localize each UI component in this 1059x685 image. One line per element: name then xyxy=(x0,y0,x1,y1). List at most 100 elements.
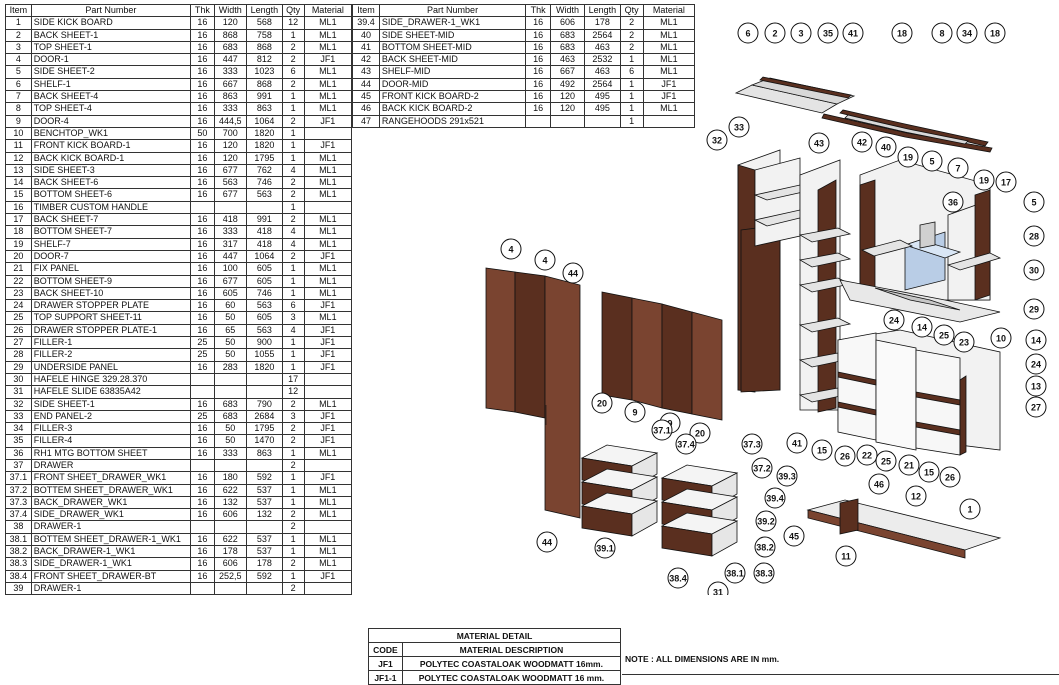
bom-cell-width: 333 xyxy=(213,446,248,460)
bom-cell-part-number: BACK SHEET-MID xyxy=(378,53,527,67)
callout-label: 43 xyxy=(814,139,824,149)
bom-col-part-number: Part Number xyxy=(30,3,192,18)
callout-label: 42 xyxy=(857,138,867,148)
bom-col-thk: Thk xyxy=(525,3,551,18)
bom-cell-item: 24 xyxy=(5,299,32,313)
bom-cell-item: 2 xyxy=(5,28,32,42)
callout-circle xyxy=(1023,191,1045,213)
callout-circle xyxy=(728,116,750,138)
callout-label: 39.3 xyxy=(778,472,796,482)
callout-bubble: 33 xyxy=(728,116,750,138)
bom-cell-qty: 1 xyxy=(281,139,305,153)
callout-circle xyxy=(534,249,556,271)
bom-cell-thk: 16 xyxy=(525,102,551,116)
bom-cell-item: 35 xyxy=(5,434,32,448)
dimension-note: NOTE : ALL DIMENSIONS ARE IN mm. xyxy=(625,654,780,664)
bom-cell-item: 15 xyxy=(5,188,32,202)
material-description: POLYTEC COASTALOAK WOODMATT 16mm. xyxy=(401,656,622,671)
bom-cell-qty: 17 xyxy=(281,372,305,387)
bom-cell-length: 132 xyxy=(246,508,283,522)
bom-cell-item: 38 xyxy=(5,520,32,534)
callout-circle xyxy=(897,146,919,168)
callout-label: 14 xyxy=(917,323,927,333)
bom-cell-qty: 1 xyxy=(281,90,305,104)
bom-cell-qty: 1 xyxy=(281,348,305,362)
bom-cell-qty: 1 xyxy=(281,102,305,116)
bom-cell-part-number: BACK KICK BOARD-2 xyxy=(378,102,527,116)
bom-cell-qty: 1 xyxy=(281,126,305,141)
bom-cell-part-number: BENCHTOP_WK1 xyxy=(30,126,192,141)
bom-cell-qty: 1 xyxy=(281,360,305,374)
callout-bubble: 37.2 xyxy=(751,457,773,479)
bom-cell-length: 1820 xyxy=(246,126,283,141)
title-block-border xyxy=(622,674,1059,675)
bom-cell-part-number: DOOR-7 xyxy=(30,249,192,264)
bom-cell-part-number: TOP SHEET-4 xyxy=(30,102,192,116)
upper-cabinet-side xyxy=(859,179,876,301)
callout-circle xyxy=(706,129,728,151)
bom-cell-width xyxy=(549,114,586,128)
callout-bubble: 37.1 xyxy=(651,419,673,441)
bom-cell-item: 32 xyxy=(5,397,32,411)
mid-cabinet-door-edge xyxy=(817,179,837,413)
callout-circle xyxy=(1025,396,1047,418)
bom-cell-width: 700 xyxy=(213,126,248,141)
callout-circle xyxy=(786,432,808,454)
bom-cell-thk: 16 xyxy=(190,53,215,67)
bom-col-part-number: Part Number xyxy=(378,3,527,18)
bom-cell-item: 8 xyxy=(5,102,32,116)
callout-bubble: 43 xyxy=(808,132,830,154)
bom-cell-qty: 2 xyxy=(281,557,305,571)
door-7 xyxy=(691,311,723,421)
bom-cell-part-number: UNDERSIDE PANEL xyxy=(30,360,192,374)
bom-cell-part-number: BACK_DRAWER-1_WK1 xyxy=(30,545,192,559)
bom-cell-part-number: SIDE_DRAWER_WK1 xyxy=(30,508,192,522)
bom-cell-qty: 2 xyxy=(281,397,305,411)
callout-bubble: 24 xyxy=(883,309,905,331)
bom-cell-material: ML1 xyxy=(303,77,353,92)
bom-cell-item: 12 xyxy=(5,151,32,165)
callout-bubble: 5 xyxy=(921,150,943,172)
bom-cell-material: ML1 xyxy=(303,90,353,104)
bom-cell-length: 863 xyxy=(246,446,283,460)
callout-bubble: 1 xyxy=(959,498,981,520)
bom-cell-thk: 16 xyxy=(190,569,215,583)
callout-circle xyxy=(724,562,746,584)
material-description: POLYTEC COASTALOAK WOODMATT 16 mm. xyxy=(401,670,622,685)
bom-cell-thk: 16 xyxy=(190,311,215,325)
bom-cell-material: ML1 xyxy=(303,28,353,42)
bom-cell-item: 28 xyxy=(5,348,32,362)
bom-cell-qty: 1 xyxy=(281,28,305,42)
bom-cell-width: 667 xyxy=(213,77,248,92)
bom-cell-width: 178 xyxy=(213,545,248,559)
bom-cell-item: 34 xyxy=(5,422,32,436)
door-4 xyxy=(661,303,693,415)
drawer-left-side xyxy=(631,500,658,537)
callout-bubble: 34 xyxy=(956,22,978,44)
bom-cell-qty: 1 xyxy=(619,102,644,116)
callout-bubble: 27 xyxy=(1025,396,1047,418)
bom-cell-thk: 16 xyxy=(190,483,215,497)
bom-cell-part-number: DRAWER-1 xyxy=(30,581,192,596)
callout-bubble: 4 xyxy=(500,238,522,260)
bom-cell-part-number: TOP SUPPORT SHEET-11 xyxy=(30,311,192,325)
bom-cell-item: 38.4 xyxy=(5,569,32,583)
bom-cell-length: 605 xyxy=(246,262,283,276)
bom-cell-length: 868 xyxy=(246,40,283,55)
bom-cell-width: 418 xyxy=(213,213,248,227)
callout-label: 29 xyxy=(1029,305,1039,315)
bom-cell-part-number: BOTTOM SHEET-MID xyxy=(378,40,527,55)
callout-circle xyxy=(856,444,878,466)
bom-cell-material: JF1 xyxy=(303,434,353,448)
bom-cell-thk: 16 xyxy=(190,508,215,522)
bom-cell-material: ML1 xyxy=(303,532,353,547)
bom-cell-material: ML1 xyxy=(303,286,353,301)
